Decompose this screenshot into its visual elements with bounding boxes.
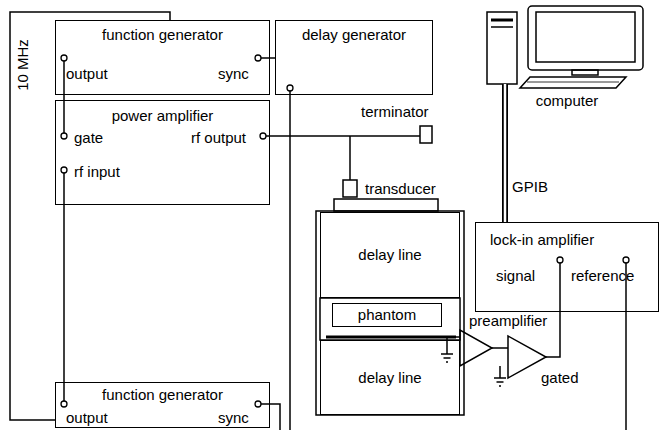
ground-symbol [444,357,451,359]
connector-line [504,112,507,222]
ground-symbol [497,381,504,383]
box-title: computer [536,92,599,109]
phantom-slot [320,298,460,340]
instrument-box: delay generator [275,20,433,95]
wire [63,58,65,95]
ground-symbol [499,385,501,387]
signal-connector [505,112,506,222]
wire [263,135,420,137]
port-label: sync [218,409,249,426]
port-label: rf input [74,163,120,180]
wire [625,260,627,430]
transducer-symbol [343,180,357,197]
connector-line [10,12,170,420]
port-dot [61,133,67,139]
gpib-cable [502,84,508,113]
box-title: phantom [358,306,416,323]
box-title: function generator [102,386,223,403]
signal-connector [10,12,170,420]
instrument-box: function generator output sync [55,20,270,95]
port-label: gate [74,129,103,146]
signal-connector [64,205,65,382]
port-dot [287,85,293,91]
box-title: delay generator [302,26,406,43]
drive-slot [491,19,513,22]
wire [63,170,65,205]
port-dot [61,55,67,61]
preamplifier-symbol [460,330,492,366]
wire [258,404,280,430]
instrument-box: computer [482,6,652,112]
ground-symbol [446,361,448,363]
instrument-box: lock-in amplifier signal reference [475,222,659,312]
receiver-electrode [326,336,456,339]
instrument-box: phantom [332,303,442,327]
port-dot [623,257,629,263]
instrument-box: delay line [320,340,460,415]
port-dot [255,55,261,61]
monitor-screen [536,12,635,62]
port-label: signal [496,267,535,284]
computer-tower [487,12,517,84]
port-label: sync [218,65,249,82]
delay-line-housing [316,211,464,415]
ground-symbol [494,377,506,379]
box-title: delay line [358,246,421,263]
port-label: output [66,409,108,426]
port-label: rf output [191,129,246,146]
instrument-box: power amplifier gate rf output rf input [55,100,270,205]
wire [289,88,291,430]
computer-monitor [528,6,643,70]
port-dot [61,167,67,173]
ground-symbol [441,353,453,355]
ground-wire [499,366,501,378]
wire [546,260,560,357]
part-label: gated [540,369,580,386]
port-label: reference [571,267,634,284]
part-label: preamplifier [468,312,548,329]
instrument-box: function generator output sync [55,382,270,428]
keyboard-keys [527,82,619,83]
connector-label: 10 MHz [14,38,31,92]
terminator-symbol [420,126,432,143]
gpib-cable [504,84,507,114]
wire [492,347,508,349]
monitor-stand [572,70,598,75]
drive-slot [491,26,513,28]
connector-label: GPIB [511,178,549,195]
part-label: terminator [360,103,430,120]
box-title: power amplifier [112,107,214,124]
keyboard [520,77,626,88]
connector-line [63,205,65,382]
transducer-plate [334,199,438,211]
port-dot [255,401,261,407]
port-label: output [66,65,108,82]
wire [349,136,351,180]
box-title: lock-in amplifier [490,231,594,248]
part-label: transducer [364,180,437,197]
wire [63,100,65,136]
port-dot [61,401,67,407]
connector-line [502,112,508,222]
instrument-box: delay line [320,212,460,298]
box-title: function generator [102,26,223,43]
port-dot [557,257,563,263]
port-dot [260,133,266,139]
box-title: delay line [358,369,421,386]
